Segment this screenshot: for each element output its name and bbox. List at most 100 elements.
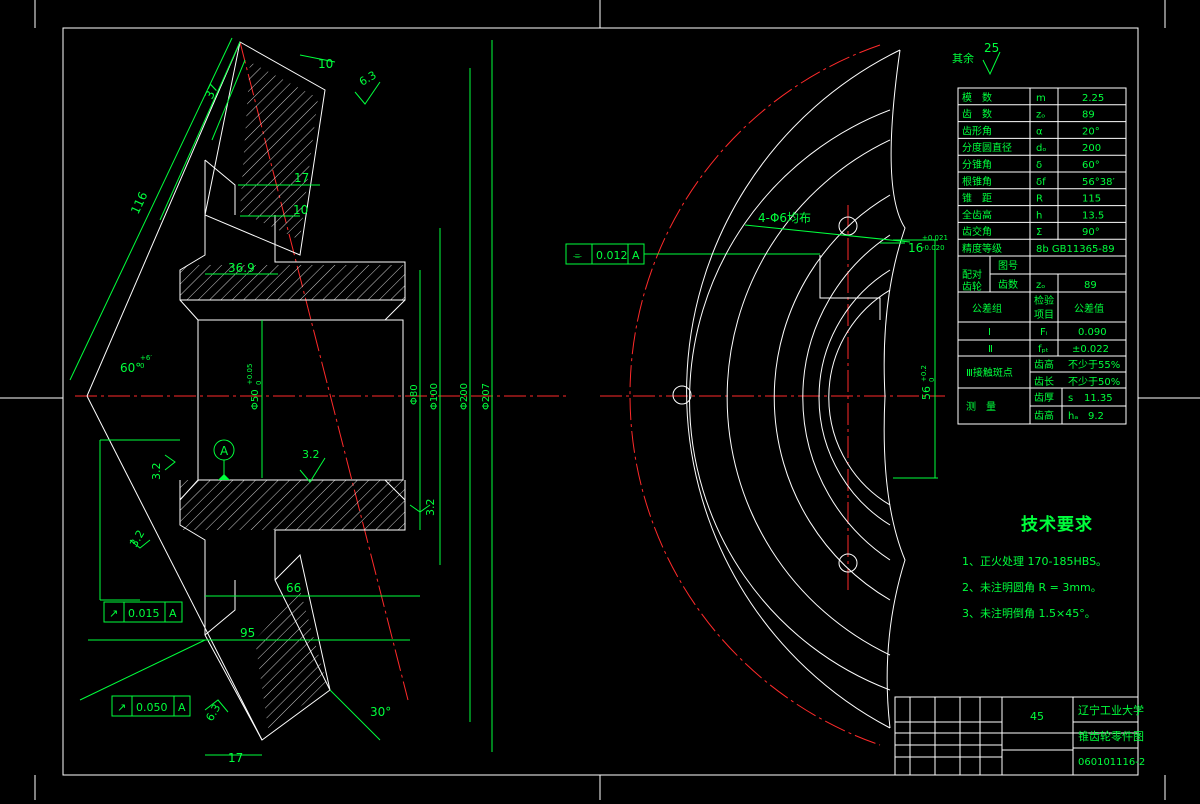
param-cell: 8b GB11365-89: [1036, 244, 1115, 255]
dim-100: Φ100: [429, 383, 440, 410]
param-cell: 分锥角: [962, 159, 992, 171]
gdt-runout1-symbol: ↗: [109, 607, 118, 620]
tech-title: 技术要求: [1021, 515, 1093, 535]
tol-header-value: 公差值: [1074, 302, 1104, 315]
technical-requirements: 技术要求 1、正火处理 170-185HBS。 2、未注明圆角 R = 3mm。…: [962, 510, 1152, 631]
datum-label: A: [220, 444, 229, 458]
param-cell: α: [1036, 126, 1043, 137]
param-cell: m: [1036, 93, 1046, 104]
param-cell: 115: [1082, 194, 1101, 205]
mating-label-2: 齿轮: [962, 280, 982, 293]
dim-80: Φ80: [409, 384, 420, 405]
gdt-labels: ⌯ 0.012 A ↗ 0.015 A ↗ 0.050 A: [109, 249, 640, 714]
param-cell: 56°38′: [1082, 177, 1115, 188]
dim-angle-60-tol-up: +6′: [140, 354, 152, 362]
title-block-grid: [894, 696, 1139, 776]
mating-teeth-symbol: zₒ: [1036, 280, 1045, 291]
tol-row2-value: ±0.022: [1072, 344, 1109, 355]
dim-116: 116: [128, 190, 150, 217]
gdt-runout2-ref: A: [178, 701, 186, 714]
mating-teeth-label: 齿数: [998, 278, 1018, 291]
tol-row2-group: Ⅱ: [988, 344, 993, 355]
title-drawing-number: 060101116-2: [1078, 757, 1145, 768]
dim-17-top: 17: [294, 171, 309, 185]
dim-angle-60-tol-dn: 0: [140, 362, 144, 370]
param-cell: 89: [1082, 110, 1095, 121]
datum-marker: A: [213, 439, 235, 480]
param-cell: 60°: [1082, 160, 1100, 171]
dim-10-mid: 10: [293, 203, 308, 217]
gdt-runout2-value: 0.050: [136, 701, 168, 714]
param-cell: 200: [1082, 143, 1101, 154]
front-dimension-lines: [744, 224, 938, 479]
tol-row1-value: 0.090: [1078, 327, 1107, 338]
param-cell: zₒ: [1036, 110, 1045, 121]
roughness-rest-value: 25: [984, 41, 999, 55]
tol-header-item-1: 检验: [1034, 294, 1054, 307]
contact-label: Ⅲ接触斑点: [966, 366, 1013, 379]
dim-bore-tol-dn: 0: [255, 381, 263, 385]
param-cell: h: [1036, 210, 1042, 221]
param-cell: 分度圆直径: [962, 141, 1012, 154]
gdt-flatness-symbol: ⌯: [573, 249, 582, 262]
param-cell: 齿交角: [962, 225, 992, 238]
param-cell: 根锥角: [962, 175, 992, 188]
contact-r1-label: 齿高: [1034, 358, 1054, 371]
roughness-symbols: [129, 51, 1001, 713]
mating-teeth-value: 89: [1084, 280, 1097, 291]
parameter-table-lower: 配对 齿轮 图号 齿数 zₒ 89 公差组 检验 项目 公差值 Ⅰ Fᵢ 0.0…: [962, 260, 1120, 422]
measure-r2-symbol: hₐ: [1068, 411, 1078, 422]
dim-angle-60: 60°: [120, 361, 141, 375]
title-part-name: 锥齿轮零件图: [1078, 729, 1144, 743]
measure-r1-symbol: s: [1068, 393, 1073, 404]
tech-item-3: 3、未注明倒角 1.5×45°。: [962, 607, 1096, 620]
dim-10-top: 10: [318, 57, 333, 71]
param-cell: 齿 数: [962, 108, 992, 121]
dim-95: 95: [240, 626, 255, 640]
dim-angle-30: 30°: [370, 705, 391, 719]
dimension-lines: [69, 37, 493, 756]
param-cell: 全齿高: [962, 208, 992, 221]
tol-header-item-2: 项目: [1034, 309, 1054, 321]
dim-keydepth: 56: [920, 386, 933, 400]
title-material: 45: [1030, 710, 1044, 723]
dim-17-bot: 17: [228, 751, 243, 765]
gdt-flatness-value: 0.012: [596, 249, 628, 262]
roughness-3-2-chamfer: 3.2: [127, 528, 147, 550]
dim-200: Φ200: [459, 383, 470, 410]
title-school: 辽宁工业大学: [1078, 703, 1144, 717]
gdt-flatness-ref: A: [632, 249, 640, 262]
dim-36-9: 36.9: [228, 261, 255, 275]
dim-37: 37: [202, 82, 221, 102]
contact-r2-label: 齿长: [1034, 376, 1054, 388]
roughness-3-2-left: 3.2: [150, 463, 163, 481]
param-cell: 13.5: [1082, 210, 1104, 221]
roughness-6-3-bot: 6.3: [203, 702, 223, 724]
measure-r2-value: 9.2: [1088, 411, 1104, 422]
hatching: [180, 62, 405, 728]
dim-keydepth-tol-dn: 0: [928, 378, 936, 382]
title-block-text: 45 辽宁工业大学 锥齿轮零件图 060101116-2: [1030, 703, 1145, 768]
front-dimension-labels: 4-Φ6均布 16 +0.021 -0.020 56 +0.2 0: [758, 211, 948, 400]
tech-item-1: 1、正火处理 170-185HBS。: [962, 555, 1108, 568]
dim-holes: 4-Φ6均布: [758, 211, 811, 225]
dim-keydepth-tol-up: +0.2: [920, 365, 928, 382]
tol-header-group: 公差组: [972, 302, 1002, 315]
measure-r1-value: 11.35: [1084, 393, 1113, 404]
param-cell: Σ: [1036, 227, 1042, 238]
contact-r1-value: 不少于55%: [1068, 359, 1120, 371]
roughness-3-2-center: 3.2: [302, 448, 320, 461]
measure-r2-label: 齿高: [1034, 409, 1054, 422]
tol-row1-item: Fᵢ: [1040, 327, 1048, 338]
dim-keyway-tol-up: +0.021: [922, 234, 948, 242]
dim-207: Φ207: [481, 383, 492, 410]
param-cell: 齿形角: [962, 125, 992, 137]
dim-keyway: 16: [908, 241, 923, 255]
dim-bore: Φ50: [250, 389, 261, 410]
measure-r1-label: 齿厚: [1034, 392, 1054, 404]
front-view: [672, 49, 906, 729]
mating-label-1: 配对: [962, 268, 982, 281]
